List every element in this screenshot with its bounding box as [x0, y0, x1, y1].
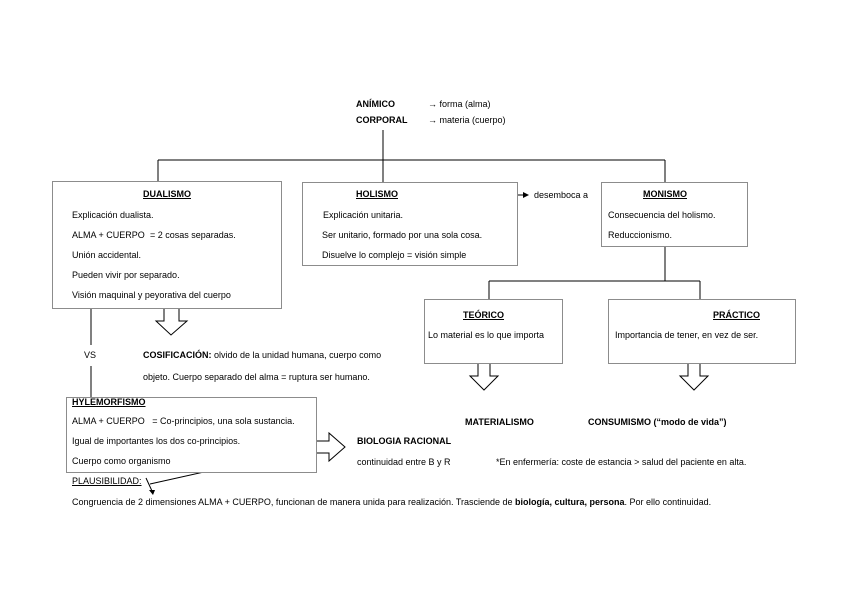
holismo-line-3: Disuelve lo complejo = visión simple: [322, 250, 467, 260]
hylemorfismo-box: [66, 397, 317, 473]
right-arrow-biologia-icon: [315, 431, 346, 463]
monismo-box: [601, 182, 748, 247]
animico-desc: → forma (alma): [428, 99, 491, 109]
dualismo-line-5: Visión maquinal y peyorativa del cuerpo: [72, 290, 231, 300]
dualismo-line-1: Explicación dualista.: [72, 210, 154, 220]
cosificacion-text-1: olvido de la unidad humana, cuerpo como: [214, 350, 382, 360]
hylemorfismo-line-2: Igual de importantes los dos co-principi…: [72, 436, 241, 446]
animico-term: ANÍMICO: [356, 99, 395, 109]
dualismo-title: DUALISMO: [143, 189, 191, 199]
dualismo-line-3: Unión accidental.: [72, 250, 142, 260]
biologia-title: BIOLOGIA RACIONAL: [357, 436, 452, 446]
dualismo-alma-cuerpo: ALMA + CUERPO: [72, 230, 145, 240]
corporal-term: CORPORAL: [356, 115, 408, 125]
monismo-line-1: Consecuencia del holismo.: [608, 210, 716, 220]
arrow-head-icon: [149, 490, 155, 495]
dualismo-line-2: = 2 cosas separadas.: [150, 230, 236, 240]
plausibilidad-label: PLAUSIBILIDAD:: [72, 476, 142, 486]
plausibilidad-down-arrow: [145, 477, 153, 492]
hylemorfismo-title: HYLEMORFISMO: [72, 397, 146, 407]
consumismo-label: CONSUMISMO (“modo de vida”): [588, 417, 727, 427]
enfermeria-note: *En enfermería: coste de estancia > salu…: [496, 457, 747, 467]
holismo-line-1: Explicación unitaria.: [323, 210, 404, 220]
down-arrow-consumismo-icon: [678, 362, 710, 391]
teorico-text: Lo material es lo que importa: [428, 330, 545, 340]
holismo-line-2: Ser unitario, formado por una sola cosa.: [322, 230, 483, 240]
teorico-box: [424, 299, 563, 364]
hylemorfismo-line-1: ALMA + CUERPO = Co-principios, una sola …: [72, 416, 295, 426]
practico-text: Importancia de tener, en vez de ser.: [615, 330, 759, 340]
practico-title: PRÁCTICO: [713, 310, 760, 320]
dualismo-line-4: Pueden vivir por separado.: [72, 270, 180, 280]
biologia-text: continuidad entre B y R: [357, 457, 451, 467]
desemboca-label: desemboca a: [534, 190, 589, 200]
dualismo-box: [52, 181, 282, 309]
hylemorfismo-line-3: Cuerpo como organismo: [72, 456, 171, 466]
plausibilidad-text-c: . Por ello continuidad.: [624, 497, 712, 507]
plausibilidad-text-bold: biología, cultura, persona: [515, 497, 625, 507]
cosificacion-text-2: objeto. Cuerpo separado del alma = ruptu…: [143, 372, 370, 382]
down-arrow-cosificacion-icon: [154, 307, 189, 336]
corporal-desc: → materia (cuerpo): [428, 115, 506, 125]
cosificacion-label: COSIFICACIÓN:: [143, 350, 212, 360]
plausibilidad-text-a: Congruencia de 2 dimensiones ALMA + CUER…: [72, 497, 516, 507]
monismo-title: MONISMO: [643, 189, 687, 199]
materialismo-label: MATERIALISMO: [465, 417, 534, 427]
plausibilidad-text: Congruencia de 2 dimensiones ALMA + CUER…: [72, 497, 711, 508]
arrow-head-icon: [523, 192, 529, 198]
holismo-box: [302, 182, 518, 266]
monismo-line-2: Reduccionismo.: [608, 230, 673, 240]
cosificacion-line-1: COSIFICACIÓN: olvido de la unidad humana…: [143, 350, 381, 361]
practico-box: [608, 299, 796, 364]
vs-label: VS: [84, 350, 97, 360]
teorico-title: TEÓRICO: [463, 310, 505, 320]
holismo-title: HOLISMO: [356, 189, 398, 199]
down-arrow-materialismo-icon: [468, 362, 500, 391]
